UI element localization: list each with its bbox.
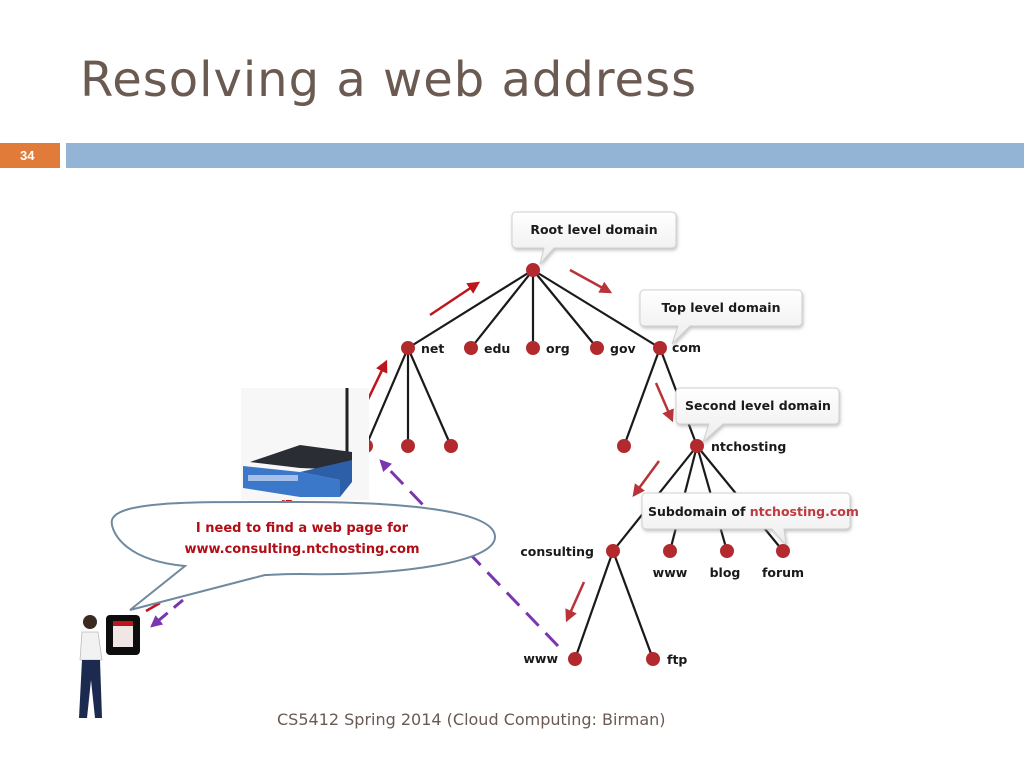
header-band (66, 143, 1024, 168)
label-leaf-www: www (523, 651, 558, 666)
edge-consulting-ftp (611, 550, 655, 660)
node-edu (464, 341, 478, 355)
node-net-child3 (444, 439, 458, 453)
router-side (300, 460, 352, 497)
label-ftp: ftp (667, 652, 687, 667)
woman-image (79, 615, 140, 718)
edge-consulting-www (573, 550, 615, 660)
label-consulting: consulting (520, 544, 594, 559)
tree-edges (364, 269, 784, 660)
bubble-line1: I need to find a web page for (196, 521, 409, 536)
node-net-child2 (401, 439, 415, 453)
arrow-root-to-com (569, 268, 613, 294)
label-com: com (672, 340, 701, 355)
label-ntchosting: ntchosting (711, 439, 786, 454)
edge-root-net (407, 269, 534, 349)
router-image (241, 388, 369, 500)
arrow-com-to-ntchosting (654, 382, 674, 423)
callout-sub-prefix: Subdomain of (648, 504, 750, 519)
slide-title: Resolving a web address (80, 52, 698, 108)
label-edu: edu (484, 341, 510, 356)
arrow-router-to-tablet (150, 598, 184, 628)
label-org: org (546, 341, 570, 356)
label-net: net (421, 341, 444, 356)
node-blog (720, 544, 734, 558)
node-leaf-www (568, 652, 582, 666)
callout-root (511, 211, 677, 265)
edge-net-child1 (364, 347, 410, 447)
footer-text: CS5412 Spring 2014 (Cloud Computing: Bir… (277, 710, 666, 729)
arrow-tablet-out (145, 601, 161, 613)
node-ftp (646, 652, 660, 666)
router-top (250, 445, 352, 470)
woman-head (83, 615, 97, 629)
callout-top (639, 289, 803, 345)
callout-top-text: Top level domain (662, 300, 781, 315)
speech-bubble-shape (110, 500, 497, 611)
label-sub-www: www (653, 565, 688, 580)
edge-net-child3 (406, 347, 453, 447)
speech-bubble (110, 500, 497, 611)
tablet-screen-header (113, 621, 133, 626)
node-net (401, 341, 415, 355)
node-forum (776, 544, 790, 558)
woman-blouse (79, 631, 103, 661)
node-consulting (606, 544, 620, 558)
callout-root-text: Root level domain (530, 222, 657, 237)
bubble-line2: www.consulting.ntchosting.com (184, 542, 419, 557)
label-forum: forum (762, 565, 804, 580)
callout-sub-highlight: ntchosting.com (750, 504, 859, 519)
router-lights (248, 475, 298, 481)
node-root (526, 263, 540, 277)
callout-second (675, 387, 840, 444)
arrow-consulting-to-www (565, 581, 586, 623)
callout-sub-text: Subdomain of ntchosting.com (648, 504, 859, 519)
router-front (243, 466, 340, 497)
woman-pants (79, 660, 102, 718)
node-com-child1 (617, 439, 631, 453)
tablet-screen (113, 621, 133, 647)
arrow-ntchosting-to-consulting (632, 460, 661, 498)
resolution-arrows-down (565, 268, 674, 623)
slide-number: 34 (0, 143, 60, 168)
node-ntchosting (690, 439, 704, 453)
node-com (653, 341, 667, 355)
edge-root-edu (470, 269, 534, 349)
label-gov: gov (610, 341, 636, 356)
callout-second-text: Second level domain (685, 398, 831, 413)
edge-root-com (532, 269, 661, 349)
arrow-net-to-root (429, 281, 481, 317)
node-sub-www (663, 544, 677, 558)
edge-com-child1 (622, 347, 662, 447)
label-blog: blog (710, 565, 741, 580)
node-gov (590, 341, 604, 355)
edge-root-gov (532, 269, 598, 349)
node-org (526, 341, 540, 355)
